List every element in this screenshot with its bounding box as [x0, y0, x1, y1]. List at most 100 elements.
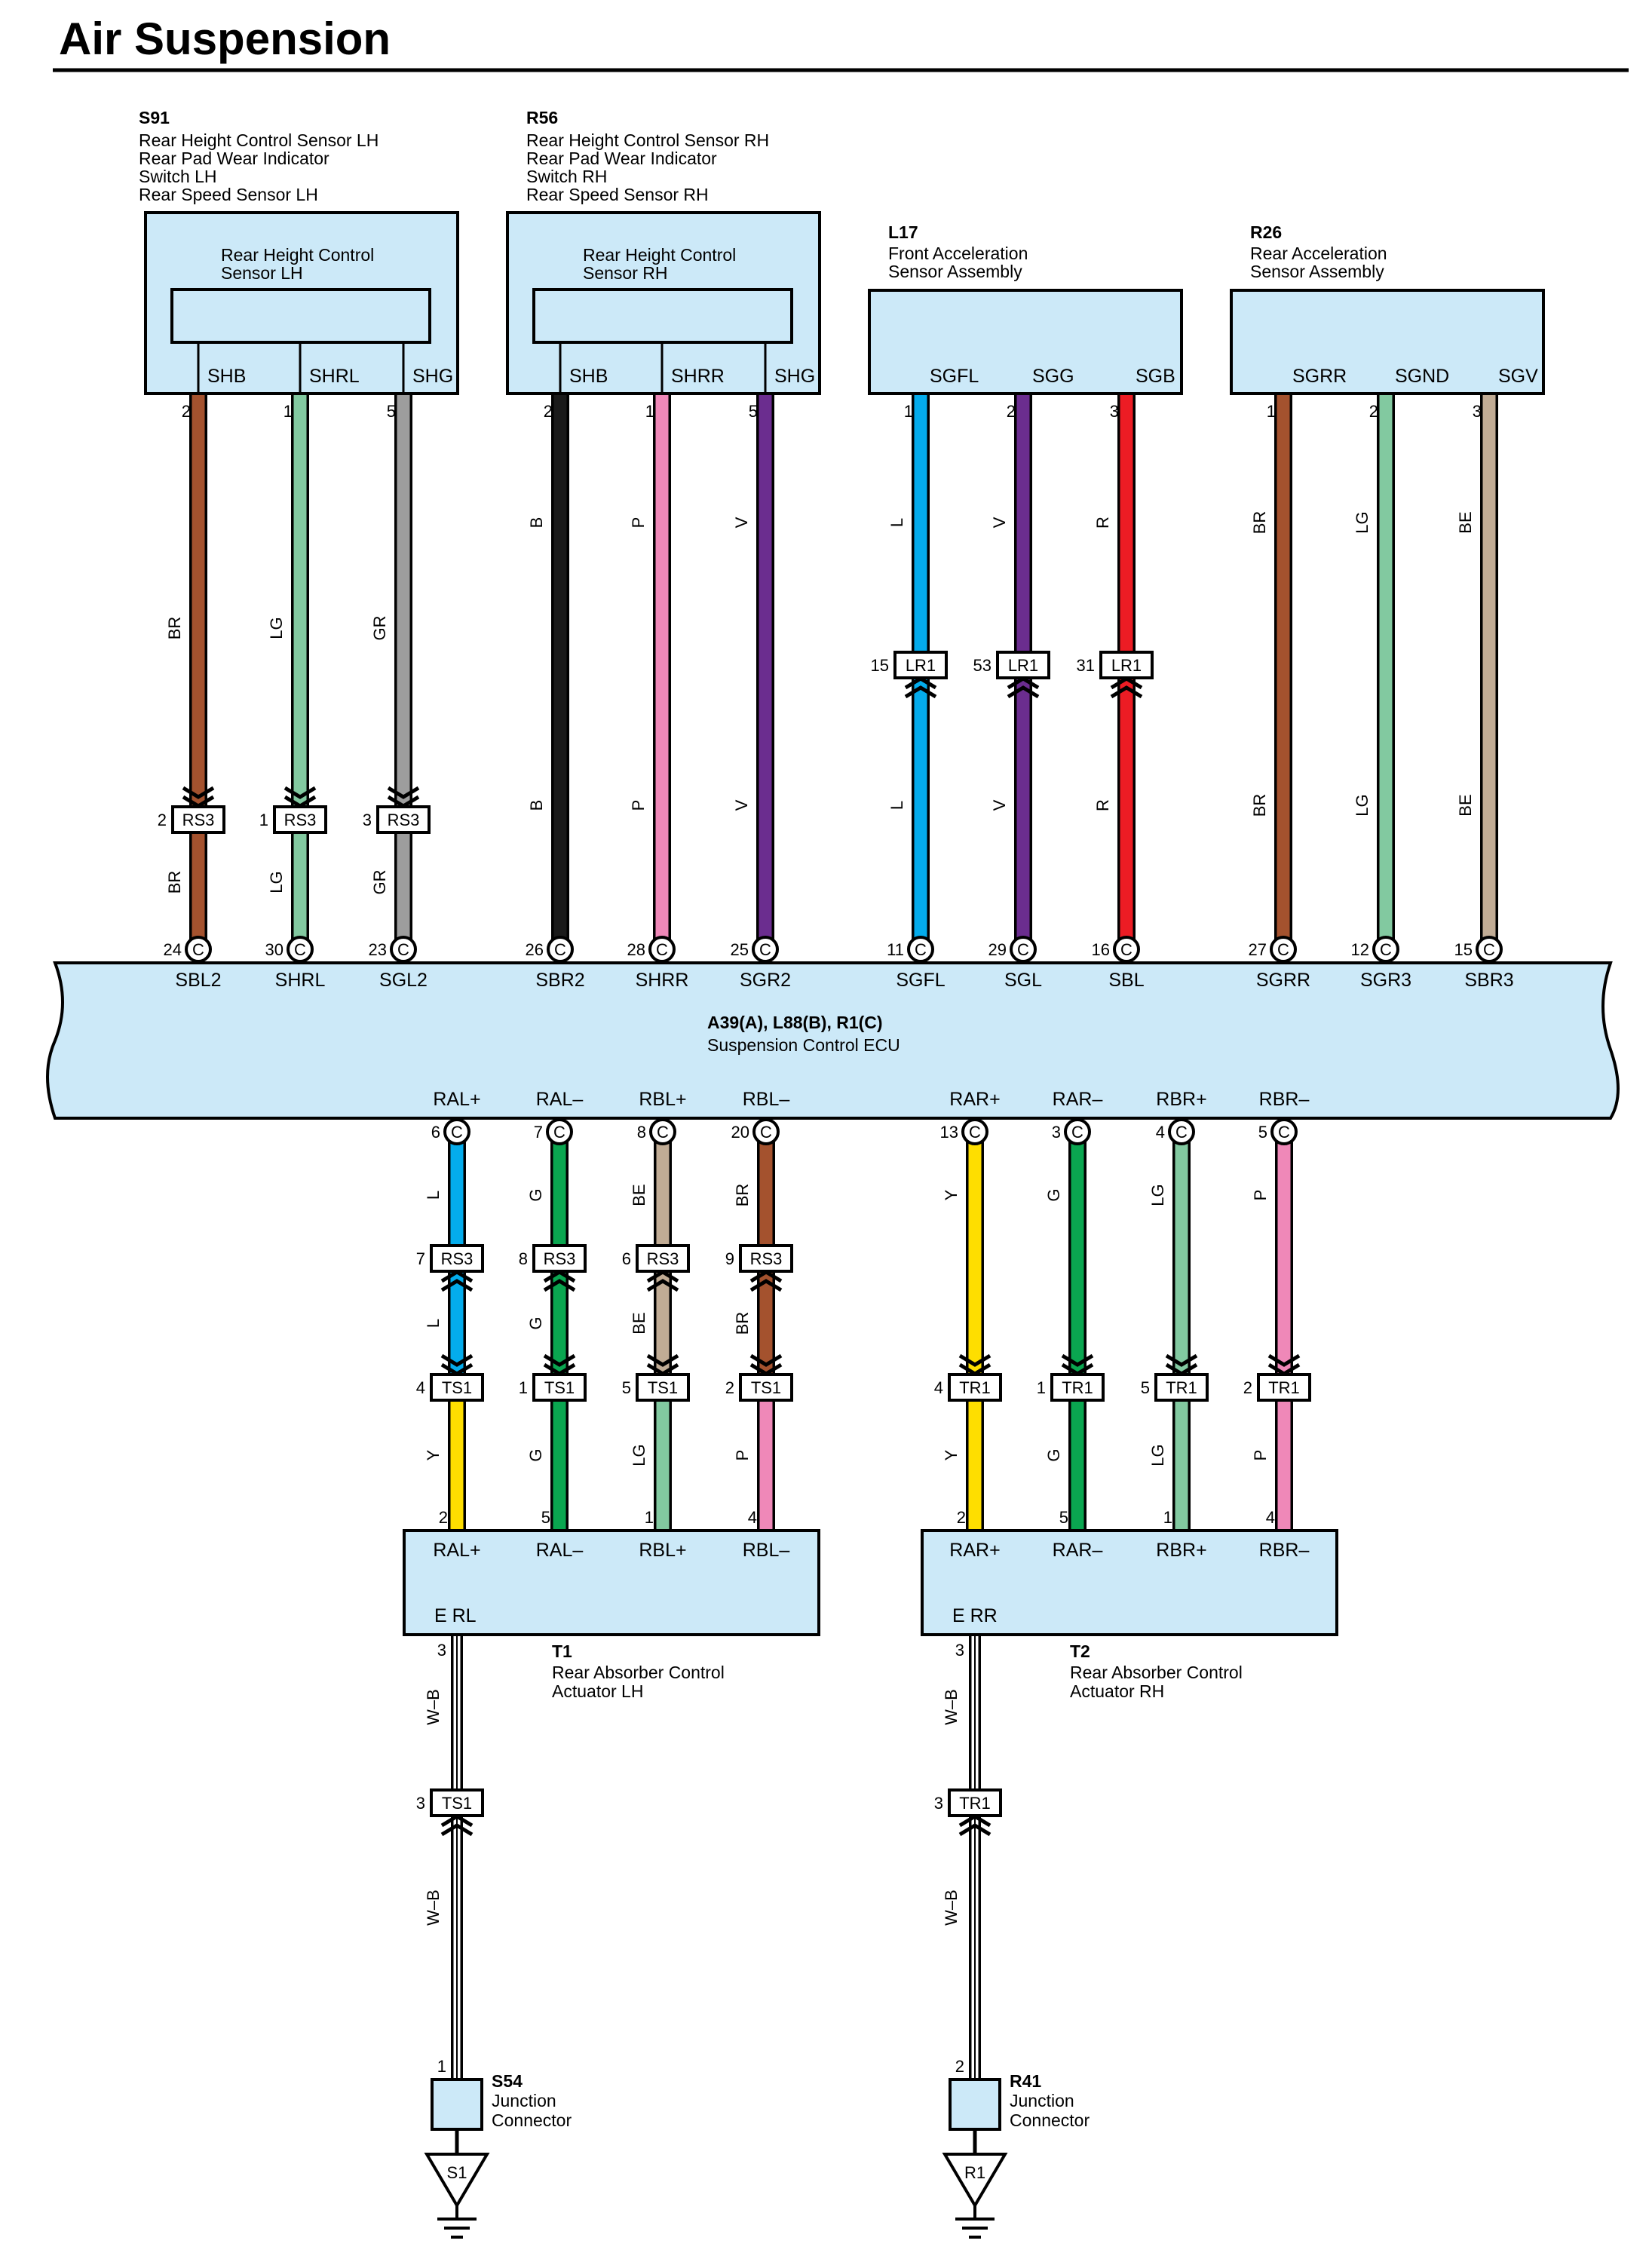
wire-top-9-upper-label: BR — [1250, 511, 1269, 535]
s91-desc-3: Switch LH — [139, 167, 217, 186]
actuator-pin-5: 5 — [1059, 1508, 1068, 1527]
wire-top-3-lower-label: B — [527, 800, 546, 811]
r26-box — [1230, 289, 1545, 395]
ecu-pin-top-11-letter: C — [1483, 940, 1495, 959]
ecu-terminal-top-11: SBR3 — [1464, 970, 1513, 991]
ecu-name: Suspension Control ECU — [707, 1035, 900, 1055]
wire-bot-0-seg1-label: L — [424, 1191, 443, 1200]
connector-t-5-pin: 1 — [1037, 1378, 1046, 1397]
ecu-pin-top-7-pin: 29 — [988, 940, 1007, 959]
ecu-terminal-bottom-2: RBL+ — [639, 1089, 686, 1110]
ecu-pin-top-2 — [390, 936, 417, 963]
connector-t-4-pin: 4 — [934, 1378, 943, 1397]
wire-bot-7-t-chevron-0 — [1267, 1353, 1301, 1367]
actuator-terminal-1: RAL– — [536, 1540, 584, 1561]
wire-ground-1-chevron-0 — [958, 1823, 992, 1837]
t2-box — [921, 1529, 1338, 1636]
connector-rs-2 — [636, 1244, 690, 1273]
ecu-pin-bottom-5-pin: 3 — [1052, 1123, 1061, 1142]
wire-bot-1-seg3-label: G — [526, 1448, 545, 1461]
connector-ground-0-code: TS1 — [442, 1794, 472, 1813]
component-s91[interactable]: S91 Rear Height Control Sensor LH Rear P… — [139, 108, 459, 395]
actuator-pin-4: 2 — [957, 1508, 966, 1527]
connector-t-3 — [739, 1373, 793, 1402]
r56-box-label-1: Rear Height Control — [583, 245, 736, 265]
ecu-pin-bottom-4-pin: 13 — [940, 1123, 958, 1142]
wire-bot-7-seg3-label: P — [1251, 1450, 1270, 1461]
wire-top-6-chevron-0 — [904, 685, 937, 699]
sensor-terminal-7: SGG — [1032, 366, 1074, 387]
wire-top-2-lower-label: GR — [370, 870, 389, 895]
connector-top-8 — [1099, 651, 1154, 679]
connector-top-0 — [171, 805, 225, 834]
connector-top-8-pin: 31 — [1077, 656, 1095, 675]
wire-top-1-lower-label: LG — [267, 871, 286, 893]
component-r41[interactable]: R41 Junction Connector — [949, 2071, 1090, 2131]
ecu-code: A39(A), L88(B), R1(C) — [707, 1013, 883, 1032]
t2-code: T2 — [1070, 1641, 1090, 1661]
ecu-pin-top-10 — [1372, 936, 1399, 963]
wire-top-7-chevron-0 — [1007, 685, 1040, 699]
actuator-pin-3: 4 — [748, 1508, 757, 1527]
component-r26[interactable]: R26 Rear Acceleration Sensor Assembly — [1230, 222, 1545, 395]
ecu-pin-bottom-2 — [649, 1118, 676, 1145]
ecu-pin-top-11 — [1476, 936, 1503, 963]
sensor-pin-0: 2 — [182, 402, 191, 421]
wire-top-11-lower-label: BE — [1456, 794, 1475, 816]
sensor-terminal-3: SHB — [569, 366, 608, 387]
wire-bot-2-t-chevron-0 — [646, 1353, 679, 1367]
actuator-pin-1: 5 — [541, 1508, 550, 1527]
wire-top-0-chevron-0 — [182, 786, 215, 799]
actuator-terminal-0: RAL+ — [433, 1540, 480, 1561]
sensor-terminal-0: SHB — [207, 366, 246, 387]
ecu-pin-top-5-letter: C — [759, 940, 771, 959]
component-t2[interactable]: E RR T2 Rear Absorber Control Actuator R… — [921, 1529, 1338, 1701]
sensor-pin-9: 1 — [1267, 402, 1276, 421]
ecu-terminal-bottom-1: RAL– — [536, 1089, 584, 1110]
ecu-terminal-top-5: SGR2 — [740, 970, 791, 991]
ecu-pin-bottom-5-letter: C — [1071, 1123, 1083, 1142]
actuator-pin-2: 1 — [645, 1508, 654, 1527]
sensor-terminal-2: SHG — [412, 366, 453, 387]
ecu-pin-top-0-pin: 24 — [164, 940, 182, 959]
ecu-terminal-bottom-6: RBR+ — [1156, 1089, 1206, 1110]
actuator-terminal-2: RBL+ — [639, 1540, 686, 1561]
ecu-pin-top-7 — [1010, 936, 1037, 963]
sensor-pin-5: 5 — [749, 402, 758, 421]
component-s54[interactable]: S54 Junction Connector — [431, 2071, 572, 2131]
sensor-pin-11: 3 — [1473, 402, 1482, 421]
ecu-terminal-top-1: SHRL — [275, 970, 326, 991]
ecu-pin-bottom-1-letter: C — [553, 1123, 565, 1142]
component-r56[interactable]: R56 Rear Height Control Sensor RH Rear P… — [506, 108, 821, 395]
sensor-terminal-9: SGRR — [1292, 366, 1347, 387]
ecu-pin-top-8-pin: 16 — [1092, 940, 1110, 959]
wire-top-0-upper-label: BR — [165, 617, 184, 640]
wire-bot-6-seg1-label: LG — [1148, 1184, 1167, 1206]
l17-box — [868, 289, 1183, 395]
connector-rs-3-pin: 9 — [725, 1249, 734, 1268]
component-t1[interactable]: E RL T1 Rear Absorber Control Actuator L… — [403, 1529, 820, 1701]
ecu-terminal-top-2: SGL2 — [379, 970, 428, 991]
wire-bot-4-t-chevron-0 — [958, 1353, 992, 1367]
ecu-pin-top-11-pin: 15 — [1454, 940, 1473, 959]
wire-top-5-upper-label: V — [732, 516, 751, 528]
component-ecu[interactable]: A39(A), L88(B), R1(C) Suspension Control… — [46, 961, 1620, 1120]
connector-top-0-pin: 2 — [158, 811, 167, 829]
component-l17[interactable]: L17 Front Acceleration Sensor Assembly — [868, 222, 1183, 395]
connector-rs-0-code: RS3 — [441, 1249, 474, 1268]
connector-rs-1-pin: 8 — [519, 1249, 528, 1268]
r56-inner-element — [532, 288, 793, 344]
s91-desc-2: Rear Pad Wear Indicator — [139, 149, 329, 168]
connector-t-6 — [1154, 1373, 1209, 1402]
s54-code: S54 — [492, 2071, 523, 2091]
ecu-pin-top-3-letter: C — [554, 940, 566, 959]
ground-symbol-0 — [424, 2153, 490, 2208]
wire-top-0-lower-label: BR — [165, 871, 184, 894]
actuator-pin-7: 4 — [1266, 1508, 1275, 1527]
actuator-terminal-5: RAR– — [1053, 1540, 1103, 1561]
t2-desc-2: Actuator RH — [1070, 1681, 1164, 1701]
ecu-pin-bottom-4-letter: C — [969, 1123, 981, 1142]
connector-t-3-code: TS1 — [751, 1378, 781, 1397]
connector-t-5 — [1050, 1373, 1105, 1402]
connector-t-0 — [430, 1373, 484, 1402]
